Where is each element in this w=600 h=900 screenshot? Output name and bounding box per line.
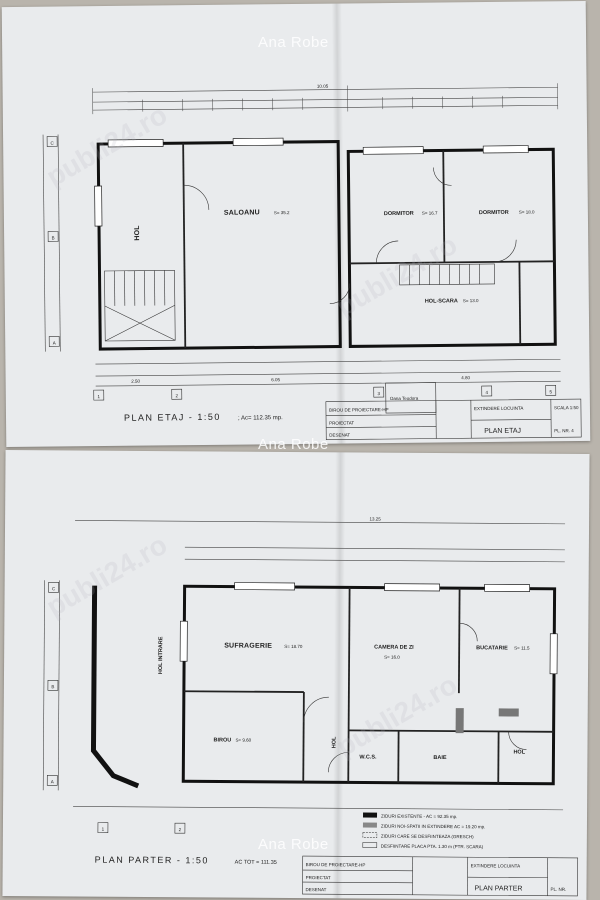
room-label-hol-2: HOL (513, 750, 525, 756)
title-block-row-2: DESENAT (305, 887, 326, 892)
row-label-b: B (52, 236, 55, 241)
plan-sheet-parter: 13.25 (2, 449, 590, 900)
room-label-hol-intrare: HOL INTRARE (158, 636, 164, 674)
axis-dim-2: 6.05 (271, 377, 280, 382)
wall-legend (362, 812, 378, 848)
legend-item-4: DESFIINTARE PLACA PTA. 1.30 m (PTR. SCAR… (381, 844, 484, 850)
room-area-sufragerie: S= 18.70 (284, 644, 303, 649)
row-label-a: A (51, 779, 54, 784)
overall-width-dim: 10.05 (317, 84, 329, 89)
row-label-c: C (50, 141, 54, 146)
windows (94, 137, 529, 227)
room-area-dormitor-1: S= 16.7 (422, 211, 438, 216)
axis-label-2: 2 (179, 827, 182, 832)
plan-sheet-etaj: 10.05 (1, 0, 591, 448)
title-block-sheet-no: PL. NR. (550, 887, 566, 892)
room-label-sufragerie: SUFRAGERIE (224, 642, 272, 649)
row-label-b: B (51, 684, 54, 689)
title-block-sheet-no: PL. NR. 4 (554, 428, 574, 433)
interior-walls (183, 587, 554, 784)
title-block-row-2: DESENAT (329, 432, 350, 437)
room-label-camera-de-zi: CAMERA DE ZI (374, 645, 414, 651)
room-area-bucatarie: S= 11.5 (514, 646, 530, 651)
title-block-project: EXTINDERE LOCUINTA (474, 406, 523, 412)
dimension-ticks (92, 83, 559, 115)
door-swings (303, 622, 527, 773)
title-block-stamp: Oana Teodora (390, 396, 419, 401)
staircase (104, 263, 495, 342)
exterior-walls (181, 584, 557, 786)
room-label-hol: HOL (331, 736, 337, 748)
room-area-hol-scara: S= 13.0 (463, 298, 479, 303)
legend-item-3: ZIDURI CARE SE DESFIINTEAZA (GRESCH) (381, 834, 474, 840)
watermark-top: Ana Robe (258, 34, 329, 51)
title-block-firm: BIROU DE PROIECTARE-HP (306, 862, 366, 867)
title-block-firm: BIROU DE PROIECTARE-HP (329, 407, 389, 413)
windows (179, 582, 558, 675)
axis-markers (46, 581, 186, 834)
room-label-dormitor-1: DORMITOR (384, 211, 414, 217)
row-label-a: A (53, 341, 56, 346)
watermark-bottom: Ana Robe (258, 836, 329, 853)
room-label-dormitor-2: DORMITOR (479, 210, 509, 216)
axis-dim-3: 4.80 (461, 375, 470, 380)
plan-title-parter: PLAN PARTER - 1:50 (95, 855, 209, 866)
dimension-lines (42, 86, 561, 387)
room-label-hol-scara: HOL-SCARA (425, 298, 458, 304)
axis-label-1: 1 (102, 827, 105, 832)
room-label-hol: HOL (134, 225, 141, 241)
door-swings (183, 167, 517, 304)
room-label-wc: W.C.S. (359, 754, 377, 760)
room-label-salon: SALOANU (224, 209, 260, 216)
legend-item-2: ZIDURI NOI-SPATII IN EXTINDERE AC = 19.2… (381, 824, 486, 830)
room-area-salon: S= 35.2 (274, 210, 290, 215)
title-block-scale: SCALA 1:50 (554, 405, 579, 410)
axis-label-1: 1 (98, 394, 101, 399)
axis-label-5: 5 (549, 389, 552, 394)
dimension-lines (42, 520, 566, 811)
title-block-row-1: PROIECTAT (329, 420, 354, 425)
axis-label-2: 2 (176, 393, 179, 398)
plan-area-etaj: ; Ac= 112.35 mp. (238, 415, 283, 421)
overall-width-dim: 13.25 (369, 517, 381, 522)
floor-plan-etaj: 10.05 (42, 83, 582, 440)
title-block-project: EXTINDERE LOCUINTA (471, 863, 520, 868)
room-label-birou: BIROU (214, 737, 232, 743)
axis-label-4: 4 (485, 390, 488, 395)
axis-markers (46, 136, 557, 401)
axis-dim-1: 2.50 (131, 379, 140, 384)
exterior-walls (96, 140, 557, 351)
room-area-camera-de-zi: S= 16.0 (384, 655, 400, 660)
title-block-sheet-title: PLAN PARTER (474, 885, 522, 892)
title-block-row-1: PROIECTAT (306, 875, 331, 880)
legend-item-1: ZIDURI EXISTENTE - AC = 92.35 mp. (381, 814, 457, 820)
room-label-bucatarie: BUCATARIE (476, 645, 508, 651)
title-block-parter (302, 855, 579, 897)
floor-plan-parter: 13.25 (42, 517, 579, 897)
new-wall-hatch (455, 708, 519, 734)
room-area-birou: S= 9.60 (236, 738, 252, 743)
room-label-baie: BAIE (433, 755, 447, 761)
row-label-c: C (52, 586, 56, 591)
interior-walls (182, 143, 555, 349)
room-area-dormitor-2: S= 18.0 (519, 209, 535, 214)
plan-area-parter: AC TOT = 111.35 (235, 860, 277, 866)
watermark-middle: Ana Robe (258, 436, 329, 453)
title-block-sheet-title: PLAN ETAJ (484, 428, 521, 435)
axis-label-3: 3 (377, 391, 380, 396)
extension-wall (90, 585, 140, 789)
plan-title-etaj: PLAN ETAJ - 1:50 (124, 412, 221, 423)
title-block-etaj (325, 382, 582, 440)
